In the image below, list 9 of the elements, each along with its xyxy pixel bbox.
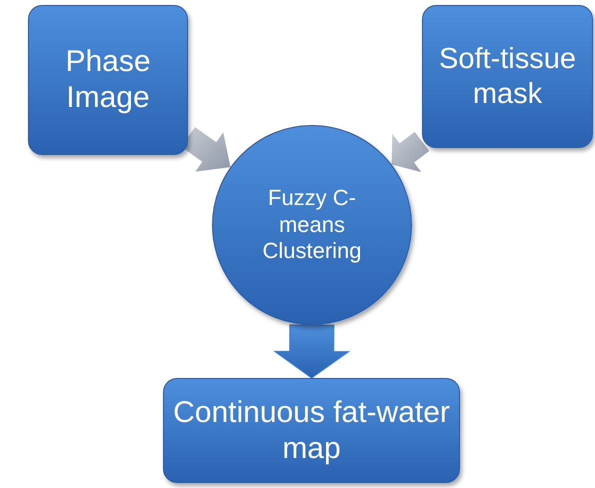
process-box xyxy=(28,5,188,155)
process-box xyxy=(422,5,593,148)
process-box xyxy=(163,378,460,483)
block-arrow xyxy=(392,132,430,172)
node-label: Phase Image xyxy=(64,44,152,116)
block-arrow xyxy=(273,324,350,379)
node-label: Soft-tissue mask xyxy=(438,42,577,112)
node-label: Fuzzy C-means Clustering xyxy=(261,185,363,265)
node-label: Continuous fat-water map xyxy=(172,394,451,466)
